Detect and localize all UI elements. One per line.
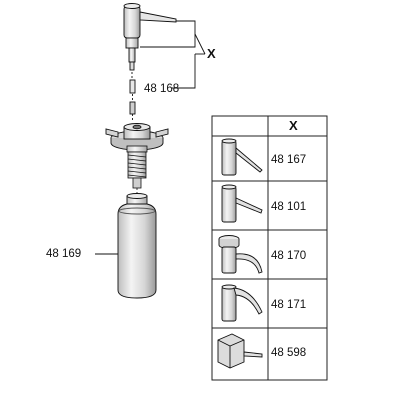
x-callout-label: X bbox=[207, 46, 216, 61]
x-bracket bbox=[140, 20, 206, 89]
table-row-part-number: 48 170 bbox=[271, 250, 307, 262]
straight-spout-tall-pump-icon bbox=[221, 138, 263, 176]
table-row-part-number: 48 171 bbox=[271, 299, 307, 311]
straight-spout-short-pump-icon bbox=[221, 184, 263, 223]
flange-collar bbox=[105, 123, 169, 151]
table-row-part-number: 48 101 bbox=[271, 201, 307, 213]
spring-rod bbox=[129, 72, 136, 122]
table-row-part-number: 48 598 bbox=[271, 347, 307, 359]
curved-spout-funnel-pump-icon bbox=[218, 235, 263, 274]
table-header-x: X bbox=[289, 118, 298, 133]
spring-part-number: 48 168 bbox=[144, 83, 180, 95]
threaded-neck bbox=[126, 145, 148, 196]
curved-spout-pump-icon bbox=[221, 284, 263, 322]
table-row-part-number: 48 167 bbox=[271, 154, 307, 166]
pump-head bbox=[123, 3, 177, 63]
bottle bbox=[117, 193, 157, 299]
variants-table bbox=[211, 115, 328, 381]
square-head-pump-icon bbox=[217, 333, 263, 369]
pump-tip bbox=[129, 61, 135, 71]
bottle-part-number: 48 169 bbox=[46, 248, 82, 260]
